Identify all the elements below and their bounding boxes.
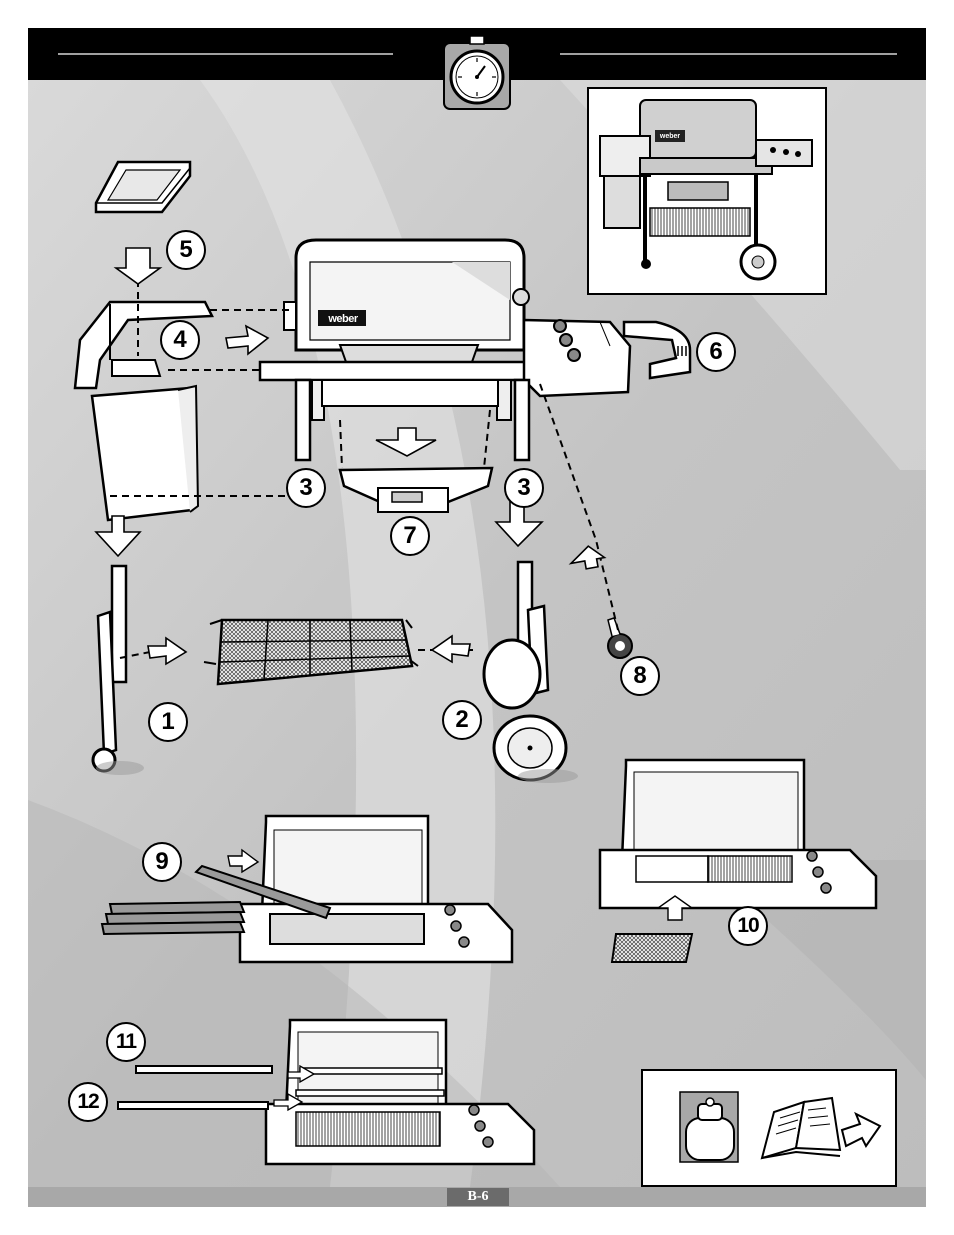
step-number-1: 1 [148, 702, 188, 742]
grill-brand-logo: weber [320, 312, 366, 326]
step-number-7: 7 [390, 516, 430, 556]
page-number: B-6 [447, 1188, 509, 1206]
assembled-grill-inset [588, 88, 826, 294]
propane-tank-icon [680, 1092, 738, 1162]
step-number-9: 9 [142, 842, 182, 882]
step-number-4: 4 [160, 320, 200, 360]
step-number-3-right: 3 [504, 468, 544, 508]
tank-manual-inset [642, 1070, 896, 1186]
step-number-3-left: 3 [286, 468, 326, 508]
step-number-6: 6 [696, 332, 736, 372]
step-number-2: 2 [442, 700, 482, 740]
step-number-12: 12 [68, 1082, 108, 1122]
side-bin-part [92, 386, 198, 520]
stopwatch-icon [444, 36, 510, 109]
step-number-10: 10 [728, 906, 768, 946]
step-number-8: 8 [620, 656, 660, 696]
step-number-11: 11 [106, 1022, 146, 1062]
step-number-5: 5 [166, 230, 206, 270]
inset-grill-brand-logo: weber [657, 132, 683, 141]
